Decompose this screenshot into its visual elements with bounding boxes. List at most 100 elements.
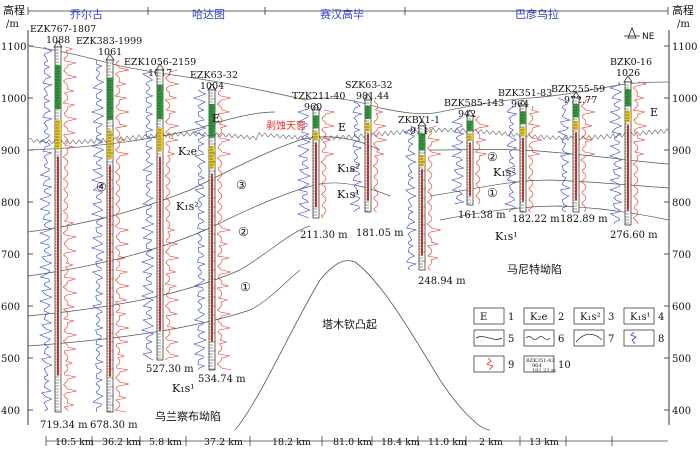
- legend-item: 8: [623, 329, 664, 347]
- legend-item: K₁s² 3: [573, 307, 614, 325]
- lithology-segment: [209, 146, 215, 169]
- lithology-segment: [109, 165, 111, 377]
- well-column: ZKBY1-1914248.94 m: [398, 115, 466, 287]
- resistivity-log-curve: [580, 97, 595, 213]
- gamma-log-curve: [91, 59, 105, 413]
- legend-number: 9: [508, 360, 514, 371]
- well-top-elevation: 1088: [46, 35, 70, 46]
- formation-label-e: E: [212, 112, 220, 125]
- boundary-line: [27, 269, 301, 347]
- well-name: BZK0-16: [610, 57, 652, 68]
- axis-tick-label: 500: [672, 354, 691, 365]
- boundary-line: [429, 149, 670, 165]
- gamma-log-curve: [557, 97, 571, 213]
- distance-label: 2 km: [479, 437, 503, 448]
- axis-tick-label: 400: [1, 406, 20, 417]
- layer-number: ②: [487, 150, 498, 164]
- legend-swatch: [623, 307, 655, 325]
- distance-label: 37.2 km: [204, 437, 243, 448]
- north-arrow: NE: [624, 26, 655, 42]
- region-label: 巴彦乌拉: [515, 7, 559, 21]
- legend-item: 9: [473, 355, 514, 373]
- lithology-segment: [209, 104, 215, 138]
- formation-label-e: E: [338, 121, 346, 134]
- lithology-segment: [313, 131, 319, 141]
- formation-label-k1s1: K₁s¹: [337, 188, 360, 201]
- distance-label: 11.0 km: [428, 437, 467, 448]
- axis-tick-label: 600: [1, 302, 20, 313]
- well-bottom-depth: 534.74 m: [198, 374, 246, 385]
- axis-tick-label: 900: [1, 146, 20, 157]
- well-bottom-depth: 276.60 m: [610, 230, 658, 241]
- resistivity-log-curve: [216, 89, 232, 371]
- well-name: EZK1056-2159: [124, 57, 196, 68]
- legend-item: 7: [573, 329, 614, 347]
- well-top-elevation: 972.77: [564, 95, 597, 106]
- legend-number: 10: [558, 360, 571, 371]
- legend-symbol: K₁s²: [580, 312, 601, 323]
- formation-label-k1s2: K₁s²: [176, 200, 199, 213]
- gamma-log-curve: [609, 81, 623, 225]
- legend-number: 3: [608, 312, 614, 323]
- axis-tick-label: 1000: [672, 94, 697, 105]
- lithology-segment: [55, 120, 61, 150]
- lithology-segment: [315, 142, 317, 208]
- lithology-segment: [419, 154, 425, 167]
- legend-number: 4: [658, 312, 664, 323]
- legend-number: 8: [658, 334, 664, 345]
- uplift-label: 塔木钦凸起: [322, 318, 377, 331]
- distance-label: 36.2 km: [102, 437, 141, 448]
- resistivity-log-curve: [164, 69, 180, 361]
- uplift-outline: [234, 260, 491, 431]
- lithology-segment: [469, 142, 471, 197]
- legend-item: 6: [523, 329, 564, 347]
- legend-well-name: BZK351-83: [526, 358, 554, 364]
- layer-number: ①: [240, 280, 251, 294]
- formation-label-k2e: K₂e: [178, 145, 197, 158]
- axis-tick-label: 800: [672, 198, 691, 209]
- region-label: 哈达图: [192, 8, 225, 21]
- distance-label: 18.2 km: [272, 437, 311, 448]
- lithology-segment: [157, 128, 163, 152]
- axis-tick-label: 700: [1, 250, 20, 261]
- lithology-segment: [107, 130, 113, 159]
- legend-well-top: 964: [532, 363, 542, 369]
- lithology-segment: [575, 132, 577, 201]
- well-bottom-depth: 248.94 m: [418, 276, 466, 287]
- ground-surface-line: [27, 45, 670, 115]
- axis-tick-label: 1000: [1, 94, 26, 105]
- lithology-segment: [520, 127, 526, 136]
- right-axis-title: 高程: [672, 3, 694, 17]
- resistivity-log-curve: [372, 99, 387, 213]
- well-top-elevation: 1061: [98, 47, 122, 58]
- legend-swatch: [573, 329, 605, 347]
- depression-label: 乌兰察布坳陷: [155, 409, 221, 423]
- resistivity-log-curve: [527, 105, 543, 213]
- left-axis-title: 高程: [3, 3, 25, 17]
- boundary-line: [429, 179, 670, 197]
- distance-label: 5.8 km: [149, 437, 182, 448]
- legend-symbol: K₁s¹: [630, 312, 651, 323]
- legend-swatch: [623, 329, 655, 347]
- legend-swatch: [473, 307, 505, 325]
- lithology-segment: [573, 120, 579, 130]
- layer-number: ③: [236, 178, 247, 192]
- legend-item: 5: [473, 329, 514, 347]
- well-name: BZK351-83: [498, 88, 552, 99]
- resistivity-log-curve: [320, 109, 335, 219]
- axis-tick-label: 800: [1, 198, 20, 209]
- legend-number: 7: [608, 334, 614, 345]
- legend-swatch: [573, 307, 605, 325]
- well-column: EZK1056-21591017527.30 m: [124, 57, 196, 375]
- well-bottom-depth: 182.22 m: [512, 214, 560, 225]
- lithology-segment: [419, 133, 425, 151]
- well-name: ZKBY1-1: [398, 115, 440, 126]
- axis-tick-label: 500: [1, 354, 20, 365]
- well-top-elevation: 1026: [616, 68, 640, 79]
